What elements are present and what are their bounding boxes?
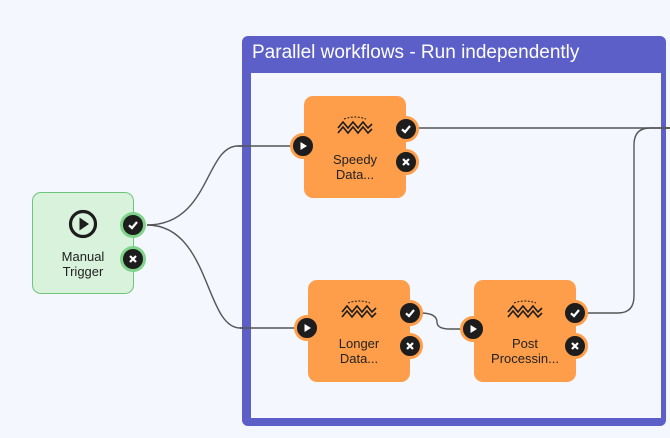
connector-trigger-to-speedy [146, 145, 292, 226]
wave-process-icon [337, 116, 373, 135]
group-title: Parallel workflows - Run independently [252, 42, 580, 63]
post-input-port[interactable] [460, 316, 486, 342]
check-icon [401, 125, 411, 134]
speedy-data-label: Speedy Data... [332, 152, 378, 182]
trigger-success-port[interactable] [120, 212, 146, 238]
x-icon [571, 342, 579, 350]
play-circle-icon [68, 209, 98, 239]
manual-trigger-node[interactable]: Manual Trigger [32, 192, 134, 294]
x-icon [406, 342, 414, 350]
longer-data-label: Longer Data... [338, 336, 380, 366]
check-icon [405, 309, 415, 318]
speedy-data-node[interactable]: Speedy Data... [304, 96, 406, 198]
play-icon [470, 325, 477, 333]
x-icon [129, 255, 137, 263]
x-icon [402, 158, 410, 166]
speedy-success-port[interactable] [393, 116, 419, 142]
play-icon [304, 324, 311, 332]
speedy-input-port[interactable] [290, 133, 316, 159]
check-icon [570, 309, 580, 318]
connector-trigger-to-longer [146, 224, 296, 329]
post-processing-node[interactable]: Post Processin... [474, 280, 576, 382]
post-processing-label: Post Processin... [491, 336, 559, 366]
post-success-port[interactable] [562, 300, 588, 326]
longer-data-node[interactable]: Longer Data... [308, 280, 410, 382]
manual-trigger-label: Manual Trigger [61, 249, 105, 279]
parallel-workflows-group[interactable]: Parallel workflows - Run independently [242, 36, 666, 426]
play-icon [300, 142, 307, 150]
trigger-failure-port[interactable] [120, 246, 146, 272]
longer-success-port[interactable] [397, 300, 423, 326]
longer-failure-port[interactable] [397, 333, 423, 359]
post-failure-port[interactable] [562, 333, 588, 359]
speedy-failure-port[interactable] [393, 149, 419, 175]
wave-process-icon [507, 300, 543, 319]
wave-process-icon [341, 300, 377, 319]
longer-input-port[interactable] [294, 315, 320, 341]
check-icon [128, 221, 138, 230]
